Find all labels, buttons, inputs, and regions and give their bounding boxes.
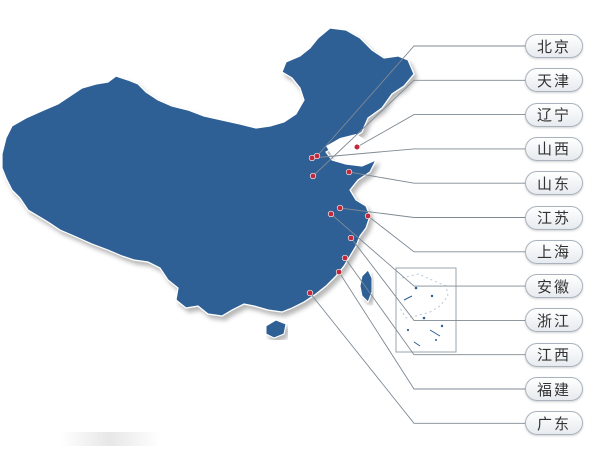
leader-lines xyxy=(309,45,525,424)
province-marker xyxy=(335,268,343,276)
leader-line xyxy=(344,257,525,356)
taiwan-island xyxy=(359,269,373,303)
leader-line xyxy=(330,213,525,287)
province-label: 上海 xyxy=(525,239,583,264)
leader-line xyxy=(338,271,525,390)
leader-line xyxy=(339,207,525,218)
province-marker xyxy=(327,210,335,218)
province-label: 广东 xyxy=(525,411,583,436)
province-label: 天津 xyxy=(525,68,583,93)
province-label: 北京 xyxy=(525,34,583,58)
leader-line xyxy=(350,237,525,321)
province-label: 江苏 xyxy=(525,205,583,230)
south-china-sea-inset xyxy=(395,267,457,353)
watermark xyxy=(60,432,160,446)
leader-line xyxy=(311,148,525,159)
province-markers xyxy=(306,143,372,297)
leader-line xyxy=(356,114,525,148)
province-label: 山西 xyxy=(525,136,583,161)
province-marker xyxy=(308,154,316,162)
province-label: 浙江 xyxy=(525,308,583,333)
province-label: 福建 xyxy=(525,377,583,401)
province-marker xyxy=(345,168,353,176)
province-marker xyxy=(353,143,361,151)
province-label: 安徽 xyxy=(525,274,583,299)
leader-line xyxy=(316,45,525,157)
leader-line xyxy=(348,171,525,184)
hainan-island xyxy=(265,319,287,339)
province-marker xyxy=(341,254,349,262)
province-marker xyxy=(309,172,317,180)
province-marker xyxy=(336,204,344,212)
province-label: 辽宁 xyxy=(525,102,583,127)
china-mainland xyxy=(1,27,415,317)
province-label: 江西 xyxy=(525,342,583,367)
leader-line xyxy=(312,79,525,177)
province-label: 山东 xyxy=(525,171,583,196)
province-marker xyxy=(306,289,314,297)
province-marker xyxy=(364,212,372,220)
leader-line xyxy=(309,292,525,424)
leader-line xyxy=(367,215,525,253)
province-marker xyxy=(347,234,355,242)
